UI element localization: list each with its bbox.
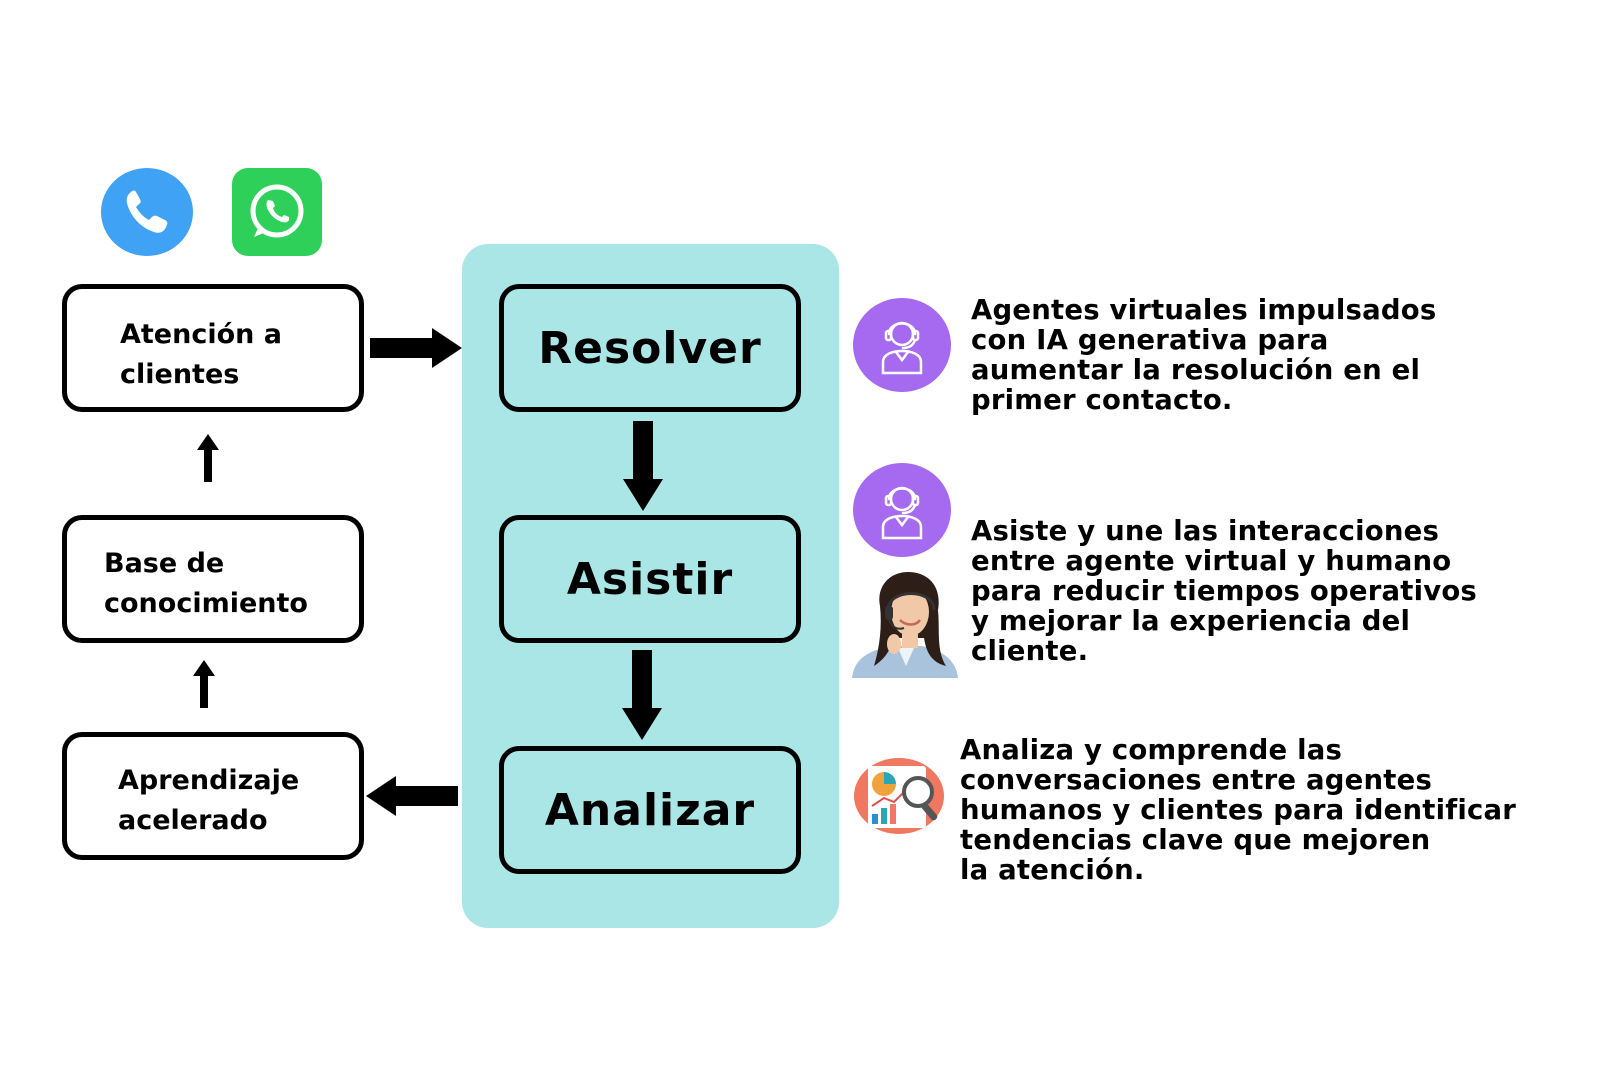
human-agent-image <box>850 566 960 678</box>
base-conocimiento-label: Base de conocimiento <box>104 548 308 619</box>
asistir-description: Asiste y une las interacciones entre age… <box>971 515 1477 667</box>
aprendizaje-box: Aprendizaje acelerado <box>62 732 364 860</box>
resolver-stage: Resolver <box>499 284 801 412</box>
headset-agent-icon <box>853 298 951 392</box>
analizar-description: Analiza y comprende las conversaciones e… <box>960 734 1517 886</box>
phone-icon <box>101 168 193 256</box>
resolver-label: Resolver <box>538 322 762 374</box>
atencion-clientes-box: Atención a clientes <box>62 284 364 412</box>
asistir-label: Asistir <box>566 553 734 605</box>
headset-agent-icon-2 <box>853 463 951 557</box>
arrow-left <box>366 776 458 816</box>
base-conocimiento-box: Base de conocimiento <box>62 515 364 643</box>
analytics-icon <box>854 758 944 834</box>
arrow-down-1 <box>623 421 663 511</box>
whatsapp-icon <box>232 168 322 256</box>
arrow-up-1 <box>197 434 219 482</box>
aprendizaje-label: Aprendizaje acelerado <box>118 765 300 836</box>
asistir-stage: Asistir <box>499 515 801 643</box>
analizar-label: Analizar <box>544 784 756 836</box>
resolver-description: Agentes virtuales impulsados con IA gene… <box>971 294 1437 416</box>
analizar-stage: Analizar <box>499 746 801 874</box>
arrow-down-2 <box>622 650 662 740</box>
arrow-up-2 <box>193 660 215 708</box>
atencion-clientes-label: Atención a clientes <box>120 319 282 390</box>
arrow-right <box>370 328 462 368</box>
